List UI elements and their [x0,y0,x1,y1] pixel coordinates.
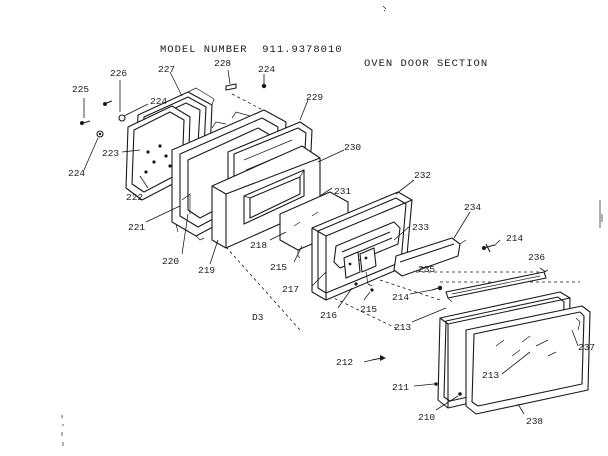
callout-213-left: 213 [394,322,411,333]
callout-218: 218 [250,240,267,251]
callout-236: 236 [528,252,545,263]
callout-237: 237 [578,342,595,353]
callout-220: 220 [162,256,179,267]
screw-212 [371,355,386,361]
callout-214-left: 214 [392,292,409,303]
model-number-label: MODEL NUMBER [160,44,248,56]
callout-235: 235 [418,264,435,275]
callout-217: 217 [282,284,299,295]
screw-211 [434,382,438,386]
callout-228: 228 [214,58,231,69]
callout-231: 231 [334,186,351,197]
model-number-value: 911.9378010 [262,44,343,56]
leader-lines [83,69,579,415]
callout-numbers: 225 226 227 228 224 224 229 223 224 230 … [68,58,595,427]
screw-224-lower [96,130,104,138]
screw-214-right [482,243,495,253]
callout-230: 230 [344,142,361,153]
callout-224-left: 224 [68,168,85,179]
callout-212: 212 [336,357,353,368]
scan-specks [61,5,603,446]
callout-215-right: 215 [360,304,377,315]
callout-224-top: 224 [258,64,275,75]
callout-227: 227 [158,64,175,75]
diagram-code: D3 [252,312,264,323]
callout-223: 223 [102,148,119,159]
part-234-handle-strip [393,237,467,277]
part-238-front-glass [465,305,591,415]
callout-234: 234 [464,202,481,213]
callout-213-right: 213 [482,370,499,381]
callout-224-mid: 224 [150,96,167,107]
screw-228 [225,83,237,91]
callout-229: 229 [306,92,323,103]
callout-238: 238 [526,416,543,427]
callout-233: 233 [412,222,429,233]
callout-210: 210 [418,412,435,423]
callout-225: 225 [72,84,89,95]
part-219-outer-door-panel [211,145,321,249]
callout-215-left: 215 [270,262,287,273]
callout-226: 226 [110,68,127,79]
callout-214-right: 214 [506,233,523,244]
callout-222: 222 [126,192,143,203]
screw-224-upper [103,100,126,122]
model-number-line: MODEL NUMBER 911.9378010 [160,44,343,56]
part-236-top-trim [445,269,549,303]
callout-216: 216 [320,310,337,321]
alignment-guides [217,93,580,331]
callout-232: 232 [414,170,431,181]
section-title: OVEN DOOR SECTION [364,58,489,70]
screw-225 [79,120,91,125]
screw-224-top [261,83,267,89]
screw-210 [458,392,462,396]
callout-221: 221 [128,222,145,233]
part-233-handle-bracket [333,221,401,292]
screw-214-left [431,285,443,291]
callout-211: 211 [392,382,409,393]
callout-219: 219 [198,265,215,276]
